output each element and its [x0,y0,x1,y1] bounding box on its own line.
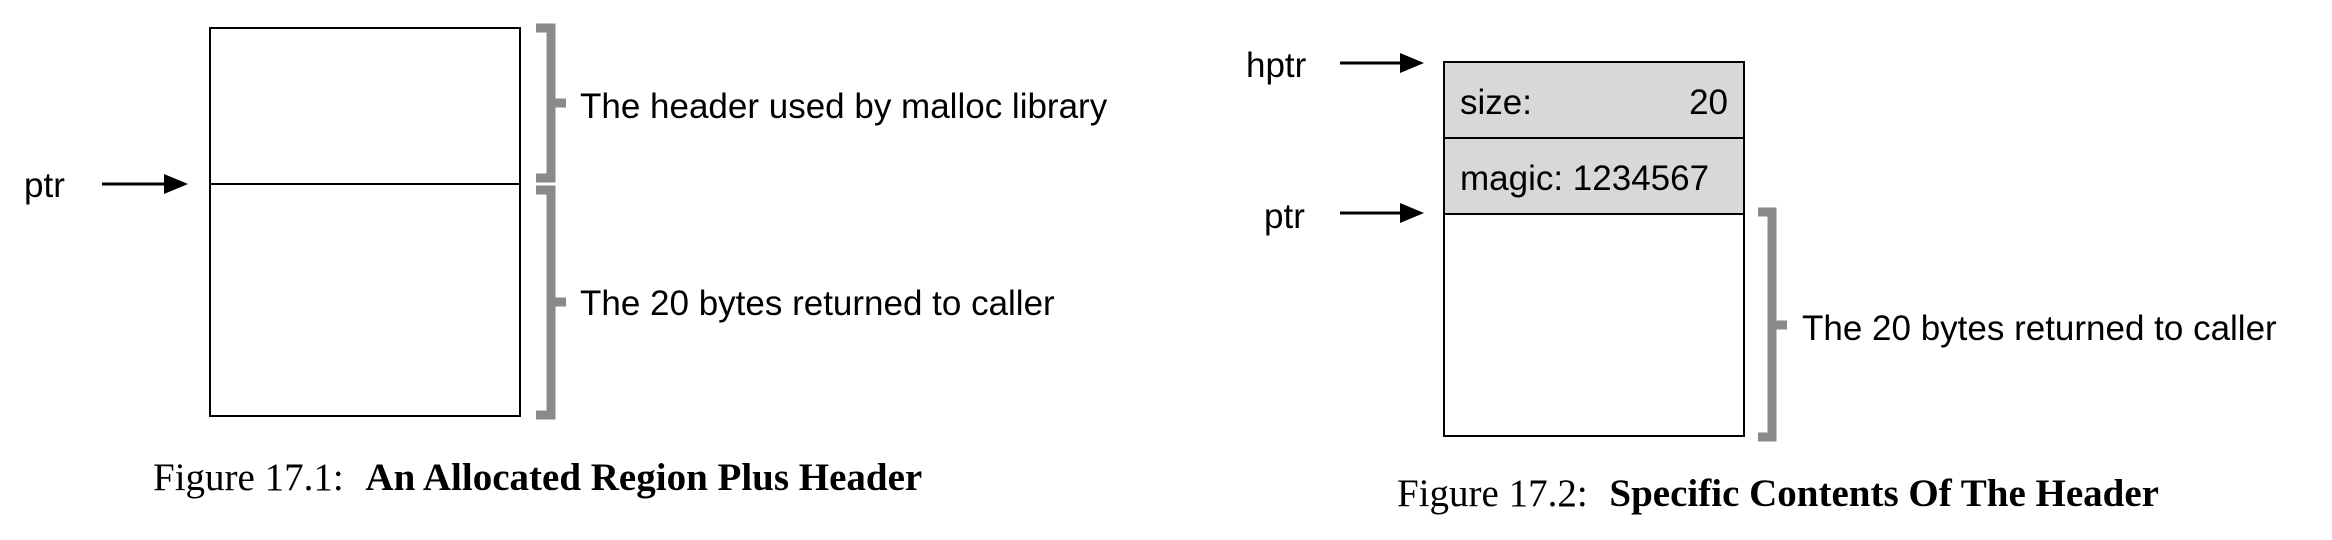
figure-caption: Figure 17.2: Specific Contents Of The He… [1397,472,2159,515]
header-region-box [209,27,521,185]
ptr-label: ptr [24,166,65,205]
ptr-label: ptr [1264,197,1305,236]
ptr-arrow-icon [1340,203,1424,223]
body-bracket [1758,207,1777,442]
magic-field-box [1443,137,1745,215]
hptr-arrow-icon [1340,53,1424,73]
caption-number: Figure 17.2: [1397,472,1588,515]
header-description: The header used by malloc library [580,87,1108,126]
magic-field: magic: 1234567 [1460,159,1709,198]
body-description: The 20 bytes returned to caller [1802,309,2277,348]
hptr-label: hptr [1246,46,1307,85]
body-region-box [209,183,521,417]
size-field-box [1443,61,1745,139]
body-region-box [1443,213,1745,437]
body-description: The 20 bytes returned to caller [580,284,1055,323]
ptr-arrow-icon [102,174,188,194]
caption-title: An Allocated Region Plus Header [365,456,922,499]
body-bracket [536,185,556,420]
size-field-label: size: [1460,83,1532,122]
figure-caption: Figure 17.1: An Allocated Region Plus He… [153,456,922,499]
header-bracket [536,23,556,183]
caption-title: Specific Contents Of The Header [1609,472,2159,515]
caption-number: Figure 17.1: [153,456,344,499]
figure-17-2: size: 20 magic: 1234567 hptr ptr The 20 … [1246,46,2277,515]
figure-17-1: ptr The header used by malloc library Th… [24,23,1108,499]
size-field-value: 20 [1689,83,1728,122]
